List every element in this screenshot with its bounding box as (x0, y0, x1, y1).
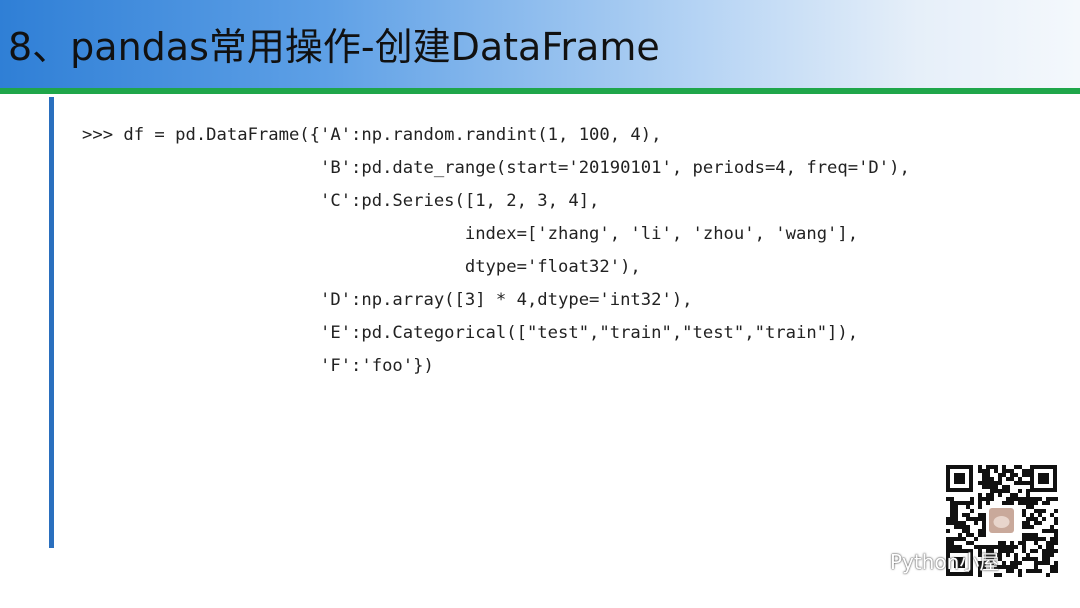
wechat-icon (847, 547, 882, 572)
code-line: >>> df = pd.DataFrame({'A':np.random.ran… (82, 125, 662, 145)
title-divider (0, 88, 1080, 94)
code-line: index=['zhang', 'li', 'zhou', 'wang'], (82, 224, 859, 244)
left-accent-bar (49, 97, 54, 548)
code-line: 'B':pd.date_range(start='20190101', peri… (82, 158, 910, 178)
code-block: >>> df = pd.DataFrame({'A':np.random.ran… (82, 119, 910, 383)
code-line: 'F':'foo'}) (82, 356, 434, 376)
qr-code-icon (944, 463, 1059, 578)
code-line: dtype='float32'), (82, 257, 641, 277)
code-line: 'D':np.array([3] * 4,dtype='int32'), (82, 290, 693, 310)
avatar (986, 505, 1017, 536)
title-bar: 8、pandas常用操作-创建DataFrame (0, 0, 1080, 88)
watermark-text: Python小屋 (890, 549, 1000, 574)
code-line: 'E':pd.Categorical(["test","train","test… (82, 323, 859, 343)
slide-title: 8、pandas常用操作-创建DataFrame (8, 25, 660, 69)
watermark: Python小屋 (846, 545, 999, 575)
code-line: 'C':pd.Series([1, 2, 3, 4], (82, 191, 600, 211)
